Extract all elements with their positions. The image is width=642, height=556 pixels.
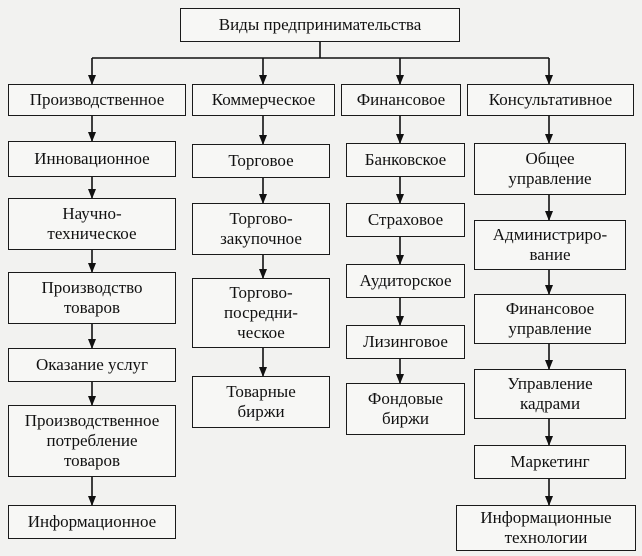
production-services: Оказание услуг <box>8 348 176 382</box>
consulting-administration: Администриро- вание <box>474 220 626 270</box>
financial-leasing: Лизинговое <box>346 325 465 359</box>
commercial-commodity-exchanges: Товарные биржи <box>192 376 330 428</box>
header-commercial: Коммерческое <box>192 84 335 116</box>
commercial-trade-intermediary: Торгово- посредни- ческое <box>192 278 330 348</box>
production-scientific-technical: Научно- техническое <box>8 198 176 250</box>
production-consumption: Производственное потребление товаров <box>8 405 176 477</box>
commercial-trade: Торговое <box>192 144 330 178</box>
production-innovative: Инновационное <box>8 141 176 177</box>
financial-banking: Банковское <box>346 143 465 177</box>
consulting-general-management: Общее управление <box>474 143 626 195</box>
production-goods: Производство товаров <box>8 272 176 324</box>
financial-stock-exchanges: Фондовые биржи <box>346 383 465 435</box>
consulting-hr-management: Управление кадрами <box>474 369 626 419</box>
financial-insurance: Страховое <box>346 203 465 237</box>
commercial-trade-purchase: Торгово- закупочное <box>192 203 330 255</box>
header-financial: Финансовое <box>341 84 461 116</box>
header-consulting: Консультативное <box>467 84 634 116</box>
production-informational: Информационное <box>8 505 176 539</box>
root-node: Виды предпринимательства <box>180 8 460 42</box>
consulting-financial-management: Финансовое управление <box>474 294 626 344</box>
financial-audit: Аудиторское <box>346 264 465 298</box>
header-production: Производственное <box>8 84 186 116</box>
consulting-information-technologies: Информационные технологии <box>456 505 636 551</box>
consulting-marketing: Маркетинг <box>474 445 626 479</box>
